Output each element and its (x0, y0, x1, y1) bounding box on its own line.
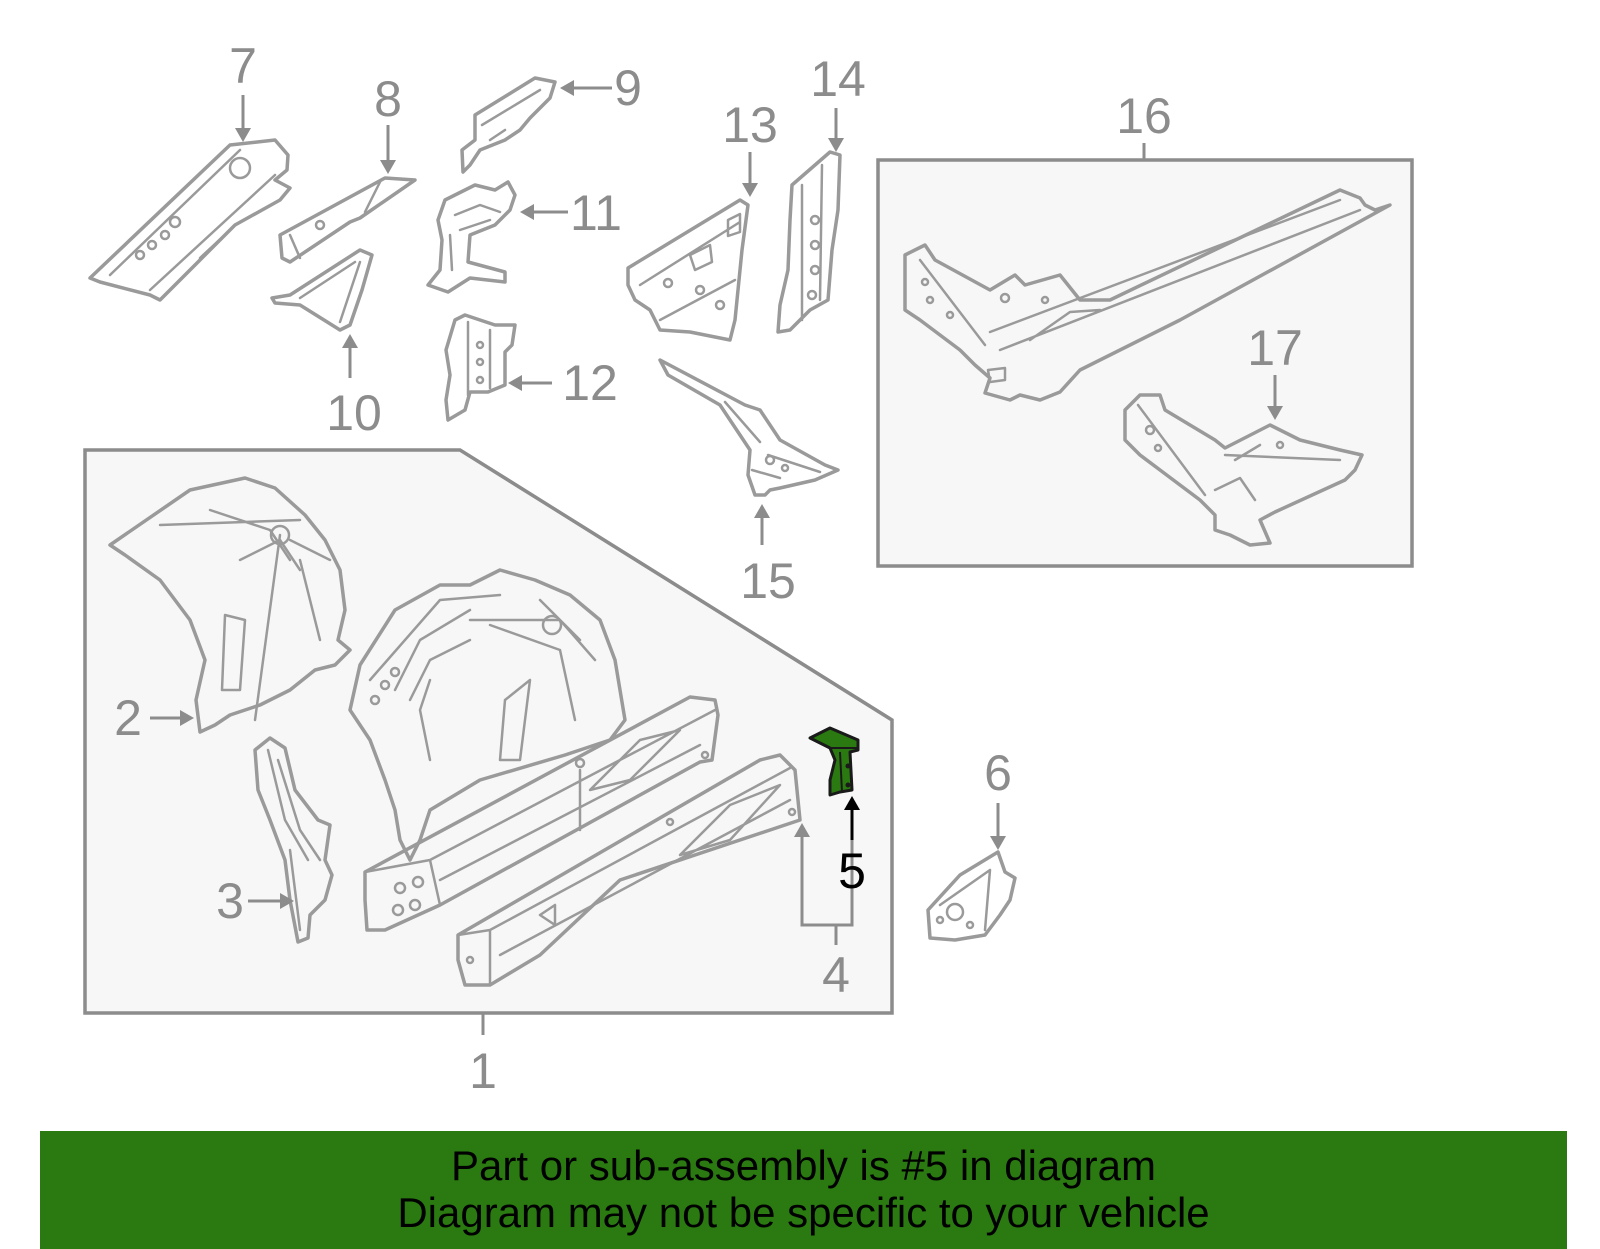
callout-2: 2 (114, 690, 142, 746)
callout-3: 3 (216, 873, 244, 929)
part-2[interactable] (108, 476, 352, 734)
leader-5 (844, 796, 860, 840)
part-16[interactable] (903, 188, 1392, 402)
callout-17: 17 (1247, 320, 1303, 376)
callout-13: 13 (722, 97, 778, 153)
part-12[interactable] (444, 313, 517, 422)
callout-10: 10 (326, 385, 382, 441)
leader-3 (248, 893, 294, 909)
part-6[interactable] (926, 850, 1017, 942)
leader-2 (150, 710, 194, 726)
part-15[interactable] (658, 358, 840, 497)
leader-9 (560, 80, 612, 96)
part-4[interactable] (456, 753, 802, 987)
part-1-upper-rail[interactable] (363, 695, 720, 932)
part-10[interactable] (270, 248, 374, 332)
part-14[interactable] (776, 150, 842, 334)
group-box-16 (876, 158, 1414, 568)
callout-11: 11 (570, 185, 622, 241)
group-box-1 (83, 448, 894, 1015)
part-13[interactable] (626, 198, 750, 342)
callout-4: 4 (822, 947, 850, 1003)
callout-8: 8 (374, 71, 402, 127)
part-3[interactable] (253, 736, 334, 944)
info-banner: Part or sub-assembly is #5 in diagram Di… (40, 1131, 1567, 1249)
part-8[interactable] (278, 176, 417, 264)
part-7[interactable] (88, 138, 292, 302)
leader-11 (520, 204, 568, 220)
callout-6: 6 (984, 745, 1012, 801)
leader-15 (754, 504, 770, 545)
part-11[interactable] (426, 180, 517, 294)
callout-16: 16 (1116, 88, 1172, 144)
leader-12 (508, 375, 552, 391)
part-1-inner-structure[interactable] (348, 568, 627, 862)
leader-10 (342, 334, 358, 378)
callout-5: 5 (838, 843, 866, 899)
callout-9: 9 (614, 60, 642, 116)
part-9[interactable] (460, 76, 557, 174)
banner-line-1: Part or sub-assembly is #5 in diagram (451, 1142, 1156, 1189)
part-5-highlighted[interactable] (808, 726, 860, 797)
part-17[interactable] (1123, 393, 1364, 547)
callout-14: 14 (810, 51, 866, 107)
leader-13 (742, 152, 758, 197)
callout-1: 1 (469, 1043, 497, 1099)
leader-6 (990, 803, 1006, 850)
leader-14 (828, 108, 844, 152)
leader-7 (235, 95, 251, 142)
leader-4 (794, 823, 854, 945)
banner-line-2: Diagram may not be specific to your vehi… (397, 1189, 1210, 1236)
leader-17 (1267, 375, 1283, 420)
leader-8 (380, 125, 396, 174)
callout-15: 15 (740, 553, 796, 609)
callout-7: 7 (229, 38, 257, 94)
callout-12: 12 (562, 355, 618, 411)
